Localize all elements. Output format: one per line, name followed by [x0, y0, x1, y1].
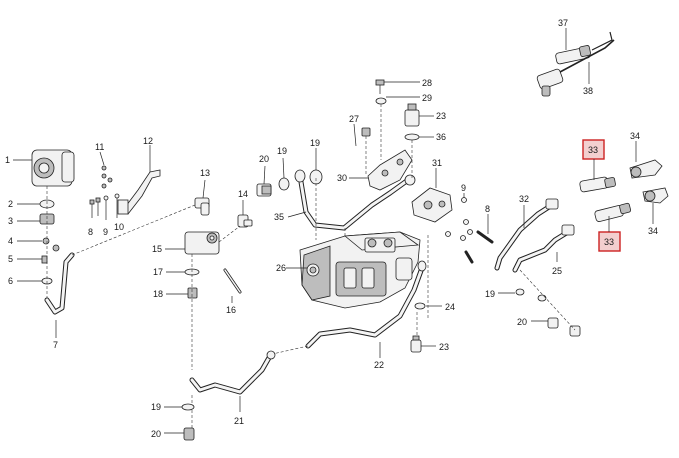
washer-part-29[interactable] — [375, 97, 387, 105]
callout-9a[interactable]: 9 — [103, 227, 108, 237]
pipe-part-32[interactable] — [494, 198, 559, 271]
callout-19a[interactable]: 19 — [277, 146, 287, 156]
callout-33b-highlight[interactable] — [598, 231, 621, 252]
fitting-part-23-top[interactable] — [404, 103, 420, 127]
callout-26[interactable]: 26 — [276, 263, 286, 273]
dust-cap-part-34-lower[interactable] — [642, 187, 669, 204]
callout-12[interactable]: 12 — [143, 136, 153, 146]
bolts-part-11[interactable] — [101, 165, 113, 189]
pipe-part-22[interactable] — [305, 260, 427, 349]
callout-19-bottom[interactable]: 19 — [151, 402, 161, 412]
callout-34b[interactable]: 34 — [648, 226, 658, 236]
nut-part[interactable] — [42, 237, 60, 252]
callout-8a[interactable]: 8 — [88, 227, 93, 237]
bracket-part-12[interactable] — [117, 169, 161, 215]
bracket-part-30[interactable] — [367, 149, 413, 191]
bolt-part[interactable] — [41, 255, 48, 264]
callout-28[interactable]: 28 — [422, 78, 432, 88]
callout-16[interactable]: 16 — [226, 305, 236, 315]
callout-1[interactable]: 1 — [5, 155, 10, 165]
callout-36[interactable]: 36 — [436, 132, 446, 142]
pipe-part-7[interactable] — [44, 252, 75, 315]
washers-part-9-right[interactable] — [445, 197, 473, 241]
oring-part-19-bottom[interactable] — [181, 403, 195, 411]
callout-38[interactable]: 38 — [583, 86, 593, 96]
callout-6[interactable]: 6 — [8, 276, 13, 286]
valve-part-31[interactable] — [411, 187, 453, 223]
callout-34a[interactable]: 34 — [630, 131, 640, 141]
washer-part-19-left[interactable] — [278, 177, 290, 191]
spacer-part-10[interactable] — [114, 193, 120, 218]
callout-25[interactable]: 25 — [552, 266, 562, 276]
cap-part-20[interactable] — [256, 183, 272, 197]
quick-coupler-part-33-lower[interactable] — [594, 202, 632, 222]
callout-30[interactable]: 30 — [337, 173, 347, 183]
callout-19c[interactable]: 19 — [485, 289, 495, 299]
fitting-part-14[interactable] — [237, 214, 253, 228]
screws-part-8-right[interactable] — [464, 230, 494, 264]
hydraulic-unit-part-26[interactable] — [299, 231, 421, 309]
callout-33a-highlight[interactable] — [582, 139, 605, 160]
callout-29[interactable]: 29 — [422, 93, 432, 103]
dust-cap-part-34-upper[interactable] — [629, 159, 663, 179]
callout-24[interactable]: 24 — [445, 302, 455, 312]
valve-block-part-15[interactable] — [184, 231, 220, 255]
callout-21[interactable]: 21 — [234, 416, 244, 426]
callout-37[interactable]: 37 — [558, 18, 568, 28]
fitting-part-20-right[interactable] — [547, 317, 581, 337]
callout-20a[interactable]: 20 — [259, 154, 269, 164]
callout-17[interactable]: 17 — [153, 267, 163, 277]
callout-3[interactable]: 3 — [8, 216, 13, 226]
callout-20c[interactable]: 20 — [151, 429, 161, 439]
callout-13[interactable]: 13 — [200, 168, 210, 178]
callout-4[interactable]: 4 — [8, 236, 13, 246]
pipe-part-25[interactable] — [512, 224, 575, 273]
oring-part-36[interactable] — [404, 133, 420, 141]
callout-33b[interactable]: 33 — [604, 237, 614, 247]
callout-23a[interactable]: 23 — [436, 111, 446, 121]
callout-35[interactable]: 35 — [274, 212, 284, 222]
callout-18[interactable]: 18 — [153, 289, 163, 299]
washer-part-19-right[interactable] — [309, 169, 323, 185]
callout-27[interactable]: 27 — [349, 114, 359, 124]
quick-coupler-part-33-upper[interactable] — [579, 176, 616, 193]
pump-part[interactable] — [31, 149, 75, 187]
callout-20b[interactable]: 20 — [517, 317, 527, 327]
callout-7[interactable]: 7 — [53, 340, 58, 350]
nut-part-27[interactable] — [361, 127, 371, 137]
callout-10[interactable]: 10 — [114, 222, 124, 232]
bolt-part-16[interactable] — [223, 268, 242, 294]
fitting-part-20-bottom[interactable] — [183, 427, 195, 441]
callout-33a[interactable]: 33 — [588, 145, 598, 155]
plug-part-18[interactable] — [187, 287, 198, 299]
callout-2[interactable]: 2 — [8, 199, 13, 209]
callout-22[interactable]: 22 — [374, 360, 384, 370]
oring-part-24[interactable] — [414, 302, 426, 310]
screws-part-8[interactable] — [89, 197, 101, 218]
elbow-fitting-part-13[interactable] — [194, 197, 210, 216]
callout-31[interactable]: 31 — [432, 158, 442, 168]
bolt-part-28[interactable] — [375, 79, 385, 94]
cable-part-38[interactable] — [536, 39, 615, 97]
callout-14[interactable]: 14 — [238, 189, 248, 199]
oring-part-19-right[interactable] — [515, 288, 547, 302]
sensor-part-37[interactable] — [555, 31, 613, 65]
callout-19b[interactable]: 19 — [310, 138, 320, 148]
callout-23b[interactable]: 23 — [439, 342, 449, 352]
callout-5[interactable]: 5 — [8, 254, 13, 264]
callout-8b[interactable]: 8 — [485, 204, 490, 214]
fitting-part-23-bottom[interactable] — [410, 335, 422, 353]
pipe-part-21[interactable] — [189, 350, 276, 395]
callout-32[interactable]: 32 — [519, 194, 529, 204]
callout-9b[interactable]: 9 — [461, 183, 466, 193]
callout-11[interactable]: 11 — [95, 142, 104, 152]
callout-15[interactable]: 15 — [152, 244, 162, 254]
washers-part-9[interactable] — [103, 195, 109, 220]
